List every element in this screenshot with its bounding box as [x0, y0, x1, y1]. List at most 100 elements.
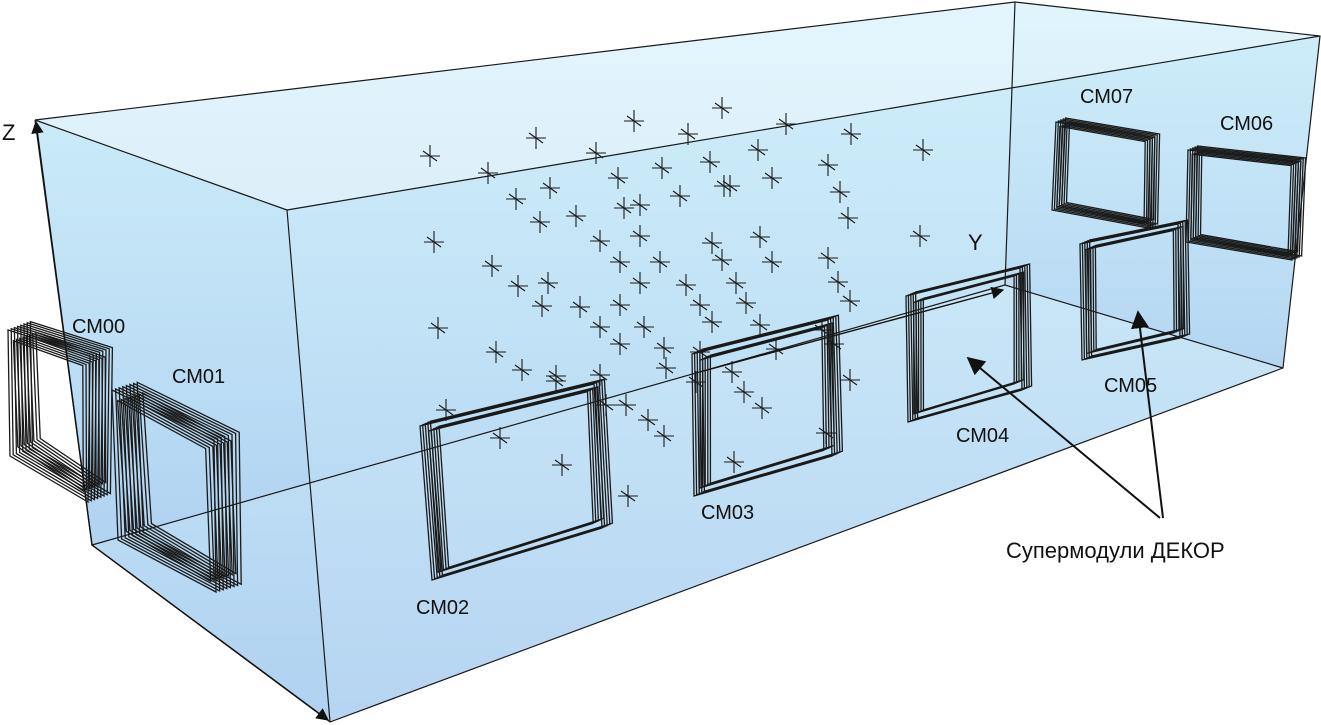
detector-point-marker [540, 177, 560, 199]
detector-point-marker [670, 185, 690, 207]
label-cm07: СМ07 [1080, 86, 1133, 108]
supermodule-frames [7, 117, 1307, 594]
supermodule-plane-outer [13, 326, 98, 501]
supermodule-plane-inner [1065, 121, 1156, 221]
detector-point-marker [712, 97, 732, 119]
detector-point-marker [546, 365, 566, 387]
y-axis-arrow [699, 286, 1005, 373]
detector-point-marker [690, 294, 710, 316]
detector-point-marker [630, 225, 650, 247]
label-cm06: СМ06 [1220, 113, 1273, 135]
supermodule-plane-outer [20, 324, 104, 499]
hall-box [34, 1, 1321, 723]
supermodule-plane-outer [16, 325, 101, 500]
supermodule-plane-outer [125, 384, 232, 589]
detector-point-marker [700, 151, 720, 173]
box-edge-back-vertical [1004, 1, 1016, 286]
detector-point-marker [678, 123, 698, 145]
detector-point-marker [624, 110, 644, 132]
supermodule-cm06 [1185, 145, 1307, 261]
detector-point-marker [750, 314, 770, 336]
label-cm04: СМ04 [956, 425, 1009, 447]
supermodule-cm03 [691, 314, 844, 497]
supermodule-plane-outer [122, 385, 228, 590]
box-edge-floor-back [91, 284, 1006, 546]
label-cm00: СМ00 [72, 316, 125, 338]
detector-point-marker [654, 337, 674, 359]
supermodule-plane-outer [29, 320, 114, 495]
detector-point-marker [910, 225, 930, 247]
detector-point-marker [714, 175, 734, 197]
box-edge-top-front [286, 35, 1321, 211]
detector-point-marker [722, 361, 742, 383]
detector-point-marker [818, 154, 838, 176]
label-cm01: СМ01 [172, 366, 225, 388]
label-cm05: СМ05 [1104, 375, 1157, 397]
z-axis-label: Z [2, 120, 15, 145]
detector-point-marker [618, 485, 638, 507]
detector-point-marker [841, 123, 861, 145]
detector-point-marker [656, 357, 676, 379]
detector-point-marker [506, 188, 526, 210]
detector-point-marker [634, 316, 654, 338]
supermodule-plane-outer [10, 327, 94, 502]
detector-point-marker [830, 181, 850, 203]
supermodule-plane-inner [1197, 150, 1300, 254]
annotation-arrow-cm04 [966, 356, 1161, 519]
detector-point-marker [420, 145, 440, 167]
supermodule-plane-outer [111, 388, 217, 594]
detector-point-marker [532, 295, 552, 317]
detector-point-marker [762, 167, 782, 189]
supermodule-plane-outer [23, 323, 107, 498]
detector-point-marker [702, 311, 722, 333]
detector-point-marker [766, 338, 786, 360]
supermodule-plane-inner [438, 385, 605, 569]
supermodule-plane-outer [1192, 146, 1304, 258]
detector-point-marker [608, 167, 628, 189]
detector-point-marker [630, 272, 650, 294]
supermodule-plane-inner [35, 331, 107, 484]
supermodule-plane-outer [914, 263, 1033, 419]
detector-point-marker [526, 127, 546, 149]
supermodule-plane-outer [129, 383, 235, 588]
detector-point-marker [913, 139, 933, 161]
detector-point-marker [762, 251, 782, 273]
supermodule-cm02 [419, 378, 614, 581]
supermodule-plane-inner [1063, 122, 1154, 222]
detector-point-marker [702, 232, 722, 254]
label-cm02: СМ02 [416, 597, 469, 619]
supermodule-plane-inner [142, 391, 237, 575]
detector-point-marker [590, 364, 610, 386]
supermodule-labels: СМ00 СМ01 СМ02 СМ03 СМ04 СМ05 СМ06 СМ07 [72, 86, 1273, 619]
supermodule-plane-outer [1088, 219, 1191, 357]
x-axis-arrow [91, 544, 330, 721]
box-edge-top-left [34, 119, 288, 211]
detector-point-marker [712, 249, 732, 271]
supermodule-plane-outer [429, 378, 614, 577]
detector-point-marker [610, 333, 630, 355]
supermodule-plane-outer [701, 314, 844, 493]
supermodule-plane-outer [136, 381, 242, 586]
detector-point-marker [616, 394, 636, 416]
detector-point-marker [428, 317, 448, 339]
detector-point-marker [566, 205, 586, 227]
supermodule-cm05 [1079, 219, 1191, 361]
detector-point-marker [614, 197, 634, 219]
annotation: Супермодули ДЕКОР [966, 310, 1225, 563]
detector-point-marker [552, 454, 572, 476]
label-cm03: СМ03 [701, 502, 754, 524]
detector-point-marker [570, 296, 590, 318]
detector-point-marker [610, 294, 630, 316]
supermodule-plane-outer [1056, 119, 1156, 227]
detector-point-marker [750, 226, 770, 248]
detector-point-marker [610, 251, 630, 273]
detector-point-marker [650, 251, 670, 273]
detector-point-marker [482, 255, 502, 277]
detector-point-marker [736, 292, 756, 314]
annotation-arrow-cm05 [1131, 310, 1164, 519]
supermodule-plane-inner [922, 271, 1025, 411]
supermodule-plane-inner [709, 322, 835, 485]
detector-point-marker [530, 211, 550, 233]
detector-point-marker [734, 381, 754, 403]
